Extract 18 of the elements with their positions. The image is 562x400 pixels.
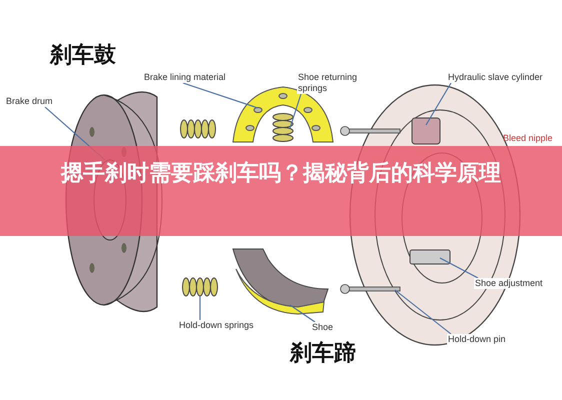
part-label: Shoe adjustment <box>474 278 544 289</box>
part-heading: 刹车鼓 <box>50 42 116 70</box>
leader-line <box>394 290 452 334</box>
leader-line <box>290 304 316 322</box>
leader-line <box>289 94 302 128</box>
leader-line <box>182 82 258 109</box>
part-label: Brake drum <box>5 96 54 107</box>
part-heading: 刹车蹄 <box>290 340 356 368</box>
leader-line <box>199 296 201 320</box>
part-label: Hydraulic slave cylinder <box>447 72 544 83</box>
part-label: Shoe <box>311 322 334 333</box>
leader-line <box>440 258 478 278</box>
part-label: Brake lining material <box>143 72 227 83</box>
title-banner: 摁手刹时需要踩刹车吗？揭秘背后的科学原理 <box>0 146 562 236</box>
part-label: Hold-down pin <box>447 334 507 345</box>
part-label: Hold-down springs <box>178 320 255 331</box>
leader-line <box>426 82 452 126</box>
part-label: Bleed nipple <box>503 133 553 143</box>
